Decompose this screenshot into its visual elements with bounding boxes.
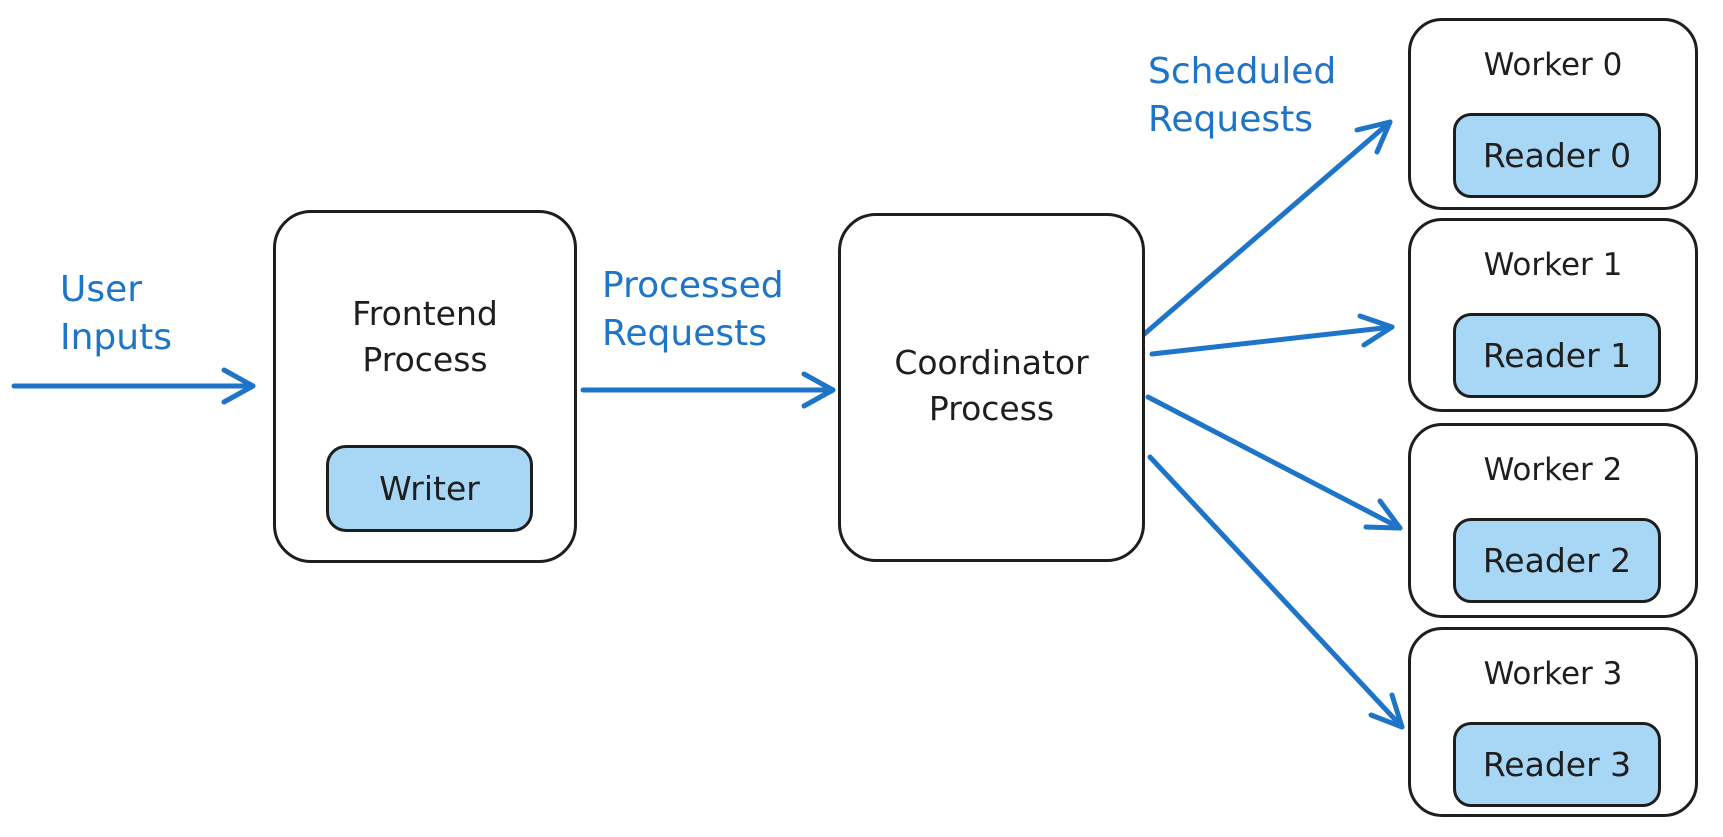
user-inputs-line2: Inputs <box>60 317 172 358</box>
reader-box-1: Reader 1 <box>1453 313 1661 398</box>
user-inputs-arrow <box>11 367 256 405</box>
scheduled-requests-line1: Scheduled <box>1148 51 1337 92</box>
scheduled-requests-label: Scheduled Requests <box>1148 48 1336 144</box>
reader-0-label: Reader 0 <box>1482 136 1632 175</box>
reader-3-label: Reader 3 <box>1482 745 1632 784</box>
worker-3-title: Worker 3 <box>1483 656 1623 692</box>
worker-box-2: Worker 2 Reader 2 <box>1408 423 1698 618</box>
reader-box-0: Reader 0 <box>1453 113 1661 198</box>
processed-requests-line2: Requests <box>602 313 767 354</box>
processed-requests-label: Processed Requests <box>602 262 784 358</box>
user-inputs-line1: User <box>60 269 143 310</box>
processed-requests-arrow <box>580 371 836 409</box>
worker-box-1: Worker 1 Reader 1 <box>1408 218 1698 412</box>
worker-0-title: Worker 0 <box>1483 47 1623 83</box>
writer-box: Writer <box>326 445 533 532</box>
reader-1-label: Reader 1 <box>1482 336 1632 375</box>
reader-2-label: Reader 2 <box>1482 541 1632 580</box>
writer-label: Writer <box>379 469 480 508</box>
worker-2-title: Worker 2 <box>1483 452 1623 488</box>
scheduled-arrow-worker2 <box>1145 394 1403 531</box>
worker-1-title: Worker 1 <box>1483 247 1623 283</box>
coordinator-process-box: Coordinator Process <box>838 213 1145 562</box>
processed-requests-line1: Processed <box>602 265 784 306</box>
coordinator-process-title: Coordinator Process <box>894 343 1089 428</box>
scheduled-arrow-worker1 <box>1149 313 1395 357</box>
reader-box-3: Reader 3 <box>1453 722 1661 807</box>
worker-box-0: Worker 0 Reader 0 <box>1408 18 1698 210</box>
scheduled-requests-line2: Requests <box>1148 99 1313 140</box>
reader-box-2: Reader 2 <box>1453 518 1661 603</box>
scheduled-arrow-worker0 <box>1139 119 1393 339</box>
scheduled-arrow-worker3 <box>1147 454 1405 730</box>
frontend-process-title: Frontend Process <box>352 294 498 379</box>
worker-box-3: Worker 3 Reader 3 <box>1408 627 1698 817</box>
user-inputs-label: User Inputs <box>60 266 172 362</box>
